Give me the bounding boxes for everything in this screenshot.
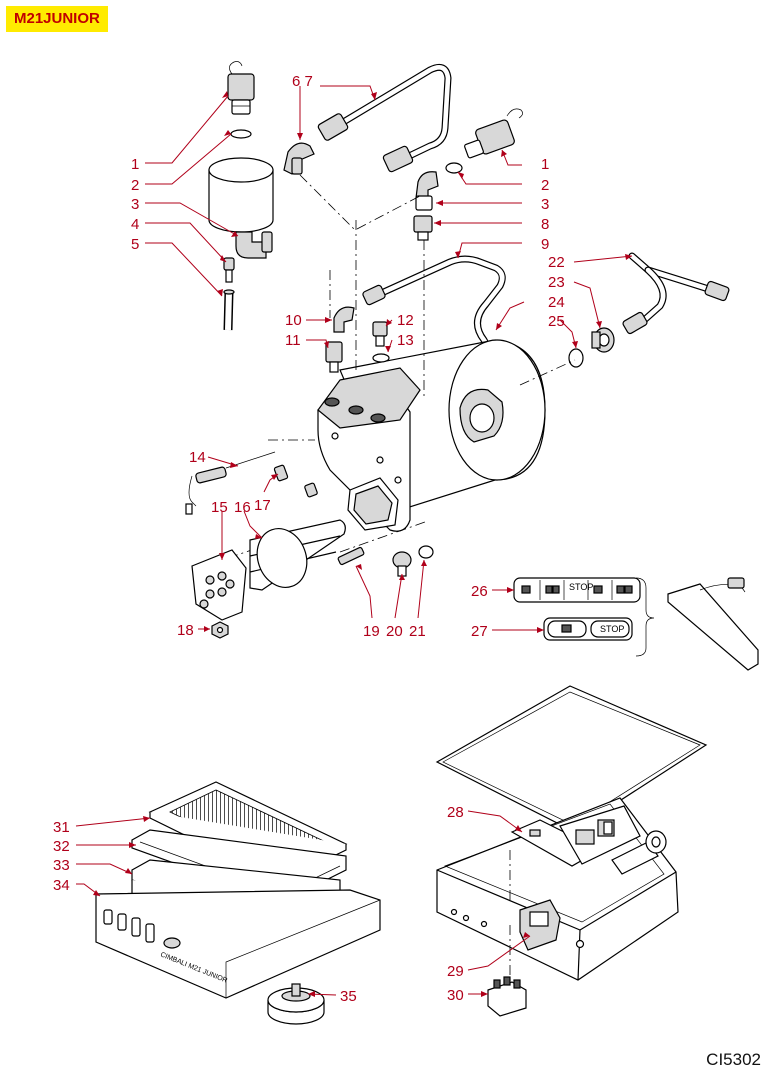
document-code: CI5302: [706, 1050, 761, 1069]
switch-bracket-29: [519, 899, 561, 951]
pressure-switch-left: [227, 61, 255, 115]
callout-3-left: 3: [131, 196, 139, 213]
electronics-box: [436, 797, 679, 981]
elbow-10: [333, 306, 355, 333]
callout-32: 32: [53, 838, 70, 855]
fitting-23: [591, 327, 615, 353]
callout-2-right: 2: [541, 177, 549, 194]
callout-35: 35: [340, 988, 357, 1005]
elbow-fitting-right: [413, 171, 439, 241]
nut-18: [211, 621, 229, 639]
callout-34: 34: [53, 877, 70, 894]
switch-30: [487, 976, 527, 1017]
callout-25: 25: [548, 313, 565, 330]
pressure-switch-right: [464, 108, 523, 159]
valve-12: [372, 321, 388, 347]
gasket-16: [256, 528, 308, 588]
washer-21: [418, 545, 434, 559]
callout-5: 5: [131, 236, 139, 253]
insulation-sheet: [435, 685, 708, 832]
callout-labels: 1 2 3 4 5 6 7 1 2 3 8 9 10 11 12 13 22 2…: [53, 73, 565, 1005]
model-badge: M21JUNIOR: [6, 6, 108, 32]
callout-17: 17: [254, 497, 271, 514]
callout-33: 33: [53, 857, 70, 874]
callout-3-right: 3: [541, 196, 549, 213]
control-board-28: [510, 805, 659, 875]
callout-30: 30: [447, 987, 464, 1004]
screw-boiler: [304, 482, 318, 498]
front-panel-34: CIMBALI M21 JUNIOR: [95, 889, 381, 999]
fitting-11: [325, 341, 343, 373]
callout-20: 20: [386, 623, 403, 640]
callout-10: 10: [285, 312, 302, 329]
callout-6-7: 6 7: [292, 73, 313, 90]
callout-9: 9: [541, 236, 549, 253]
ribbon-cable: [667, 577, 759, 671]
callout-22: 22: [548, 254, 565, 271]
hose-left: [223, 289, 235, 331]
callout-14: 14: [189, 449, 206, 466]
grommet: [645, 830, 667, 854]
o-ring-13: [372, 353, 390, 363]
boiler-24: [317, 339, 546, 532]
filter-canister: [208, 157, 274, 233]
callout-8: 8: [541, 216, 549, 233]
callout-29: 29: [447, 963, 464, 980]
callout-16: 16: [234, 499, 251, 516]
keypad-27: STOP: [543, 617, 633, 641]
pipe-22: [622, 252, 730, 335]
callout-4: 4: [131, 216, 139, 233]
foot-35: [267, 983, 325, 1025]
callout-26: 26: [471, 583, 488, 600]
stop-label-small: STOP: [569, 582, 593, 592]
callout-28: 28: [447, 804, 464, 821]
o-ring-25: [568, 348, 584, 368]
callout-19: 19: [363, 623, 380, 640]
callout-27: 27: [471, 623, 488, 640]
callout-24: 24: [548, 294, 565, 311]
stop-label: STOP: [600, 624, 624, 634]
assembly-lines: [227, 174, 576, 559]
callout-18: 18: [177, 622, 194, 639]
leader-arrowheads: [93, 91, 632, 997]
callout-11: 11: [285, 332, 301, 349]
callout-2-left: 2: [131, 177, 139, 194]
elbow-fitting-left: [235, 231, 273, 259]
callout-1-right: 1: [541, 156, 549, 173]
callout-21: 21: [409, 623, 426, 640]
valve-small-left: [223, 257, 235, 283]
callout-1-left: 1: [131, 156, 139, 173]
callout-31: 31: [53, 819, 70, 836]
keypad-26: STOP: [513, 577, 641, 603]
callout-15: 15: [211, 499, 228, 516]
pipe-9: [362, 255, 516, 396]
plug-20: [392, 551, 412, 577]
spring-19: [337, 546, 365, 566]
bracket-26-27: [635, 577, 655, 657]
callout-12: 12: [397, 312, 414, 329]
pipe-assembly-6-7: [283, 63, 452, 175]
callout-23: 23: [548, 274, 565, 291]
callout-13: 13: [397, 332, 414, 349]
o-ring-left: [230, 129, 252, 139]
screw-17: [273, 464, 289, 482]
o-ring-right: [445, 162, 463, 174]
